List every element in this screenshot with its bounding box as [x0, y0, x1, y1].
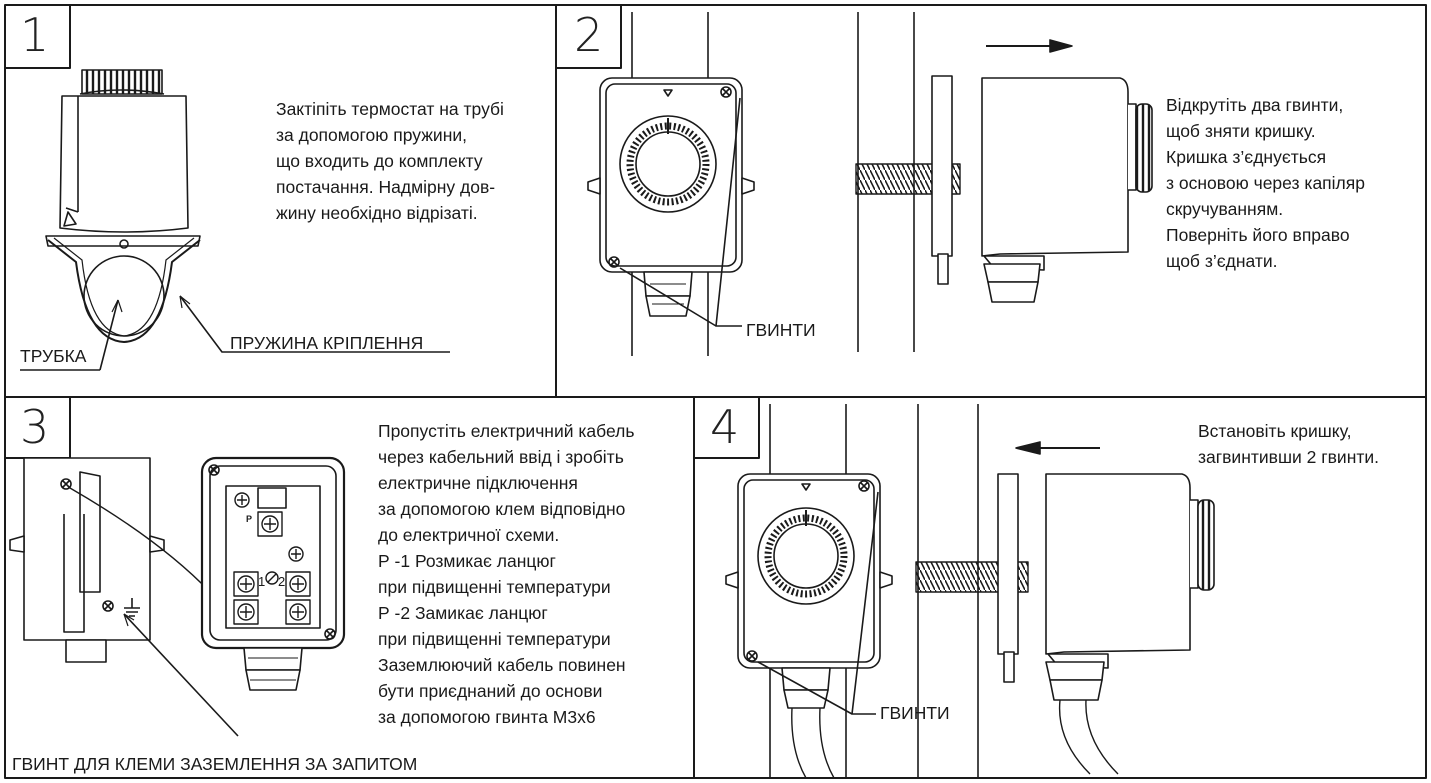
instruction-line: Кришка з’єднується: [1166, 147, 1327, 167]
instruction-line: при підвищенні температури: [378, 629, 611, 649]
instruction-line: жину необхідно відрізаті.: [276, 203, 478, 223]
instruction-line: щоб зняти кришку.: [1166, 121, 1316, 141]
instruction-line: Встановіть кришку,: [1198, 421, 1352, 441]
terminal-p-label: P: [246, 514, 253, 524]
step-number-2: 2: [574, 8, 604, 62]
instruction-line: за допомогою клем відповідно: [378, 499, 626, 519]
panel-grid: [4, 4, 1427, 779]
instruction-line: за допомогою гвинта М3х6: [378, 707, 596, 727]
terminal-1-label: 1: [258, 574, 266, 589]
instruction-line: за допомогою пружини,: [276, 125, 467, 145]
step4-illustration: [725, 404, 1215, 779]
instruction-line: Р -2 Замикає ланцюг: [378, 603, 548, 623]
terminal-2-label: 2: [278, 574, 286, 589]
instruction-line: Відкрутіть два гвинти,: [1166, 95, 1344, 115]
tube-label: ТРУБКА: [20, 346, 87, 366]
instruction-line: Пропустіть електричний кабель: [378, 421, 635, 441]
instruction-line: електричне підключення: [378, 473, 578, 493]
screws-label-step4: ГВИНТИ: [880, 703, 950, 723]
instruction-line: з основою через капіляр: [1166, 173, 1365, 193]
screws-label-step2: ГВИНТИ: [746, 320, 816, 340]
step3-illustration: [9, 456, 346, 737]
step2-instructions: Відкрутіть два гвинти, щоб зняти кришку. К…: [1166, 92, 1365, 274]
instruction-line: при підвищенні температури: [378, 577, 611, 597]
step3-instructions: Пропустіть електричний кабель через кабел…: [378, 418, 634, 730]
ground-screw-label: ГВИНТ ДЛЯ КЛЕМИ ЗАЗЕМЛЕННЯ ЗА ЗАПИТОМ: [12, 754, 418, 774]
step4-instructions: Встановіть кришку, загвинтивши 2 гвинти.: [1198, 418, 1379, 470]
instruction-line: до електричної схеми.: [378, 525, 560, 545]
step-number-1: 1: [20, 8, 50, 62]
instruction-line: загвинтивши 2 гвинти.: [1198, 447, 1380, 467]
step-number-4: 4: [710, 400, 740, 454]
instruction-line: Закті­піть термостат на трубі: [276, 99, 504, 119]
instruction-line: що входить до комплекту: [276, 151, 483, 171]
instruction-line: скручуванням.: [1166, 199, 1284, 219]
instruction-line: Р -1 Розмикає ланцюг: [378, 551, 556, 571]
instruction-line: через кабельний ввід і зробіть: [378, 447, 624, 467]
step1-instructions: Закті­піть термостат на трубі за допомого…: [276, 96, 504, 226]
instruction-line: щоб з’єднати.: [1166, 251, 1278, 271]
step1-illustration: [20, 69, 450, 371]
step-number-3: 3: [20, 400, 50, 454]
spring-label: ПРУЖИНА КРІПЛЕННЯ: [230, 333, 424, 353]
step2-illustration: [587, 12, 1153, 356]
instruction-line: Заземлюючий кабель повинен: [378, 655, 626, 675]
instruction-line: Поверніть його вправо: [1166, 225, 1350, 245]
instruction-line: бути приєднаний до основи: [378, 681, 603, 701]
instruction-line: постачання. Надмірну дов-: [276, 177, 496, 197]
